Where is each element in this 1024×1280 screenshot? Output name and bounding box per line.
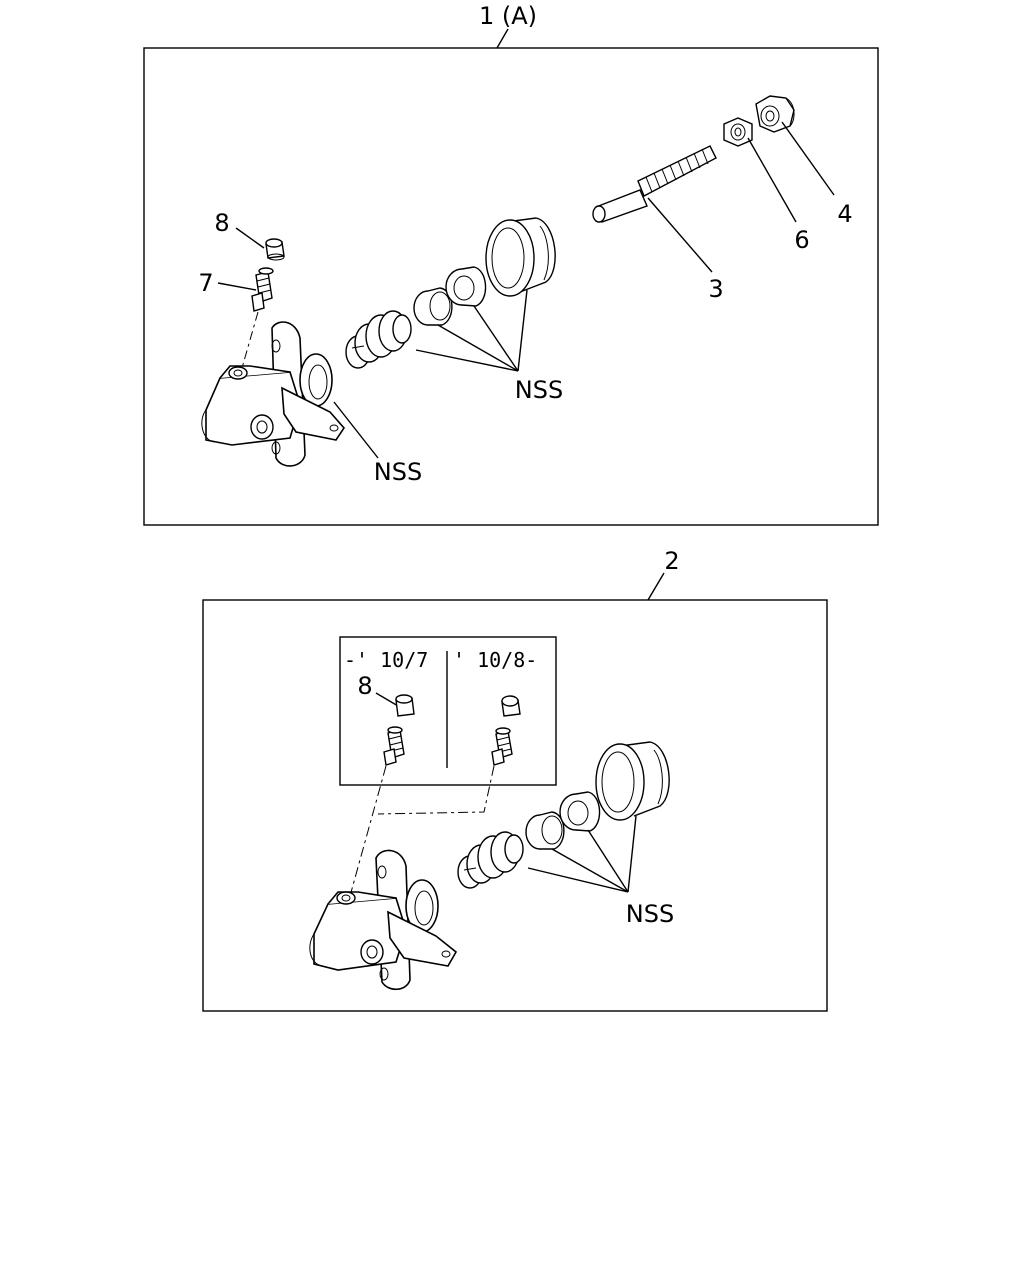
piston-seal-2 [559, 791, 601, 832]
callout-1a: 1 (A) [479, 2, 537, 30]
piston-cup-2 [525, 811, 565, 850]
leaders-panel-1a [217, 121, 835, 459]
panel-1a-frame [143, 47, 879, 526]
callout-8-inset: 8 [357, 672, 372, 700]
assembly-line-late [377, 765, 495, 815]
spring-seal-2 [457, 831, 524, 889]
inset-date-variants: -' 10/7 ' 10/8- 8 [339, 636, 557, 786]
nut-6 [723, 117, 753, 147]
panel-assembly-1a: 1 (A) [143, 2, 879, 526]
callout-4: 4 [837, 200, 852, 228]
leader-2 [647, 572, 665, 601]
inset-left-label: -' 10/7 [344, 648, 428, 672]
assembly-line-early [349, 765, 387, 897]
panel-assembly-2: 2 -' 10/7 ' 10/8- 8 [202, 547, 828, 1012]
inset-frame [339, 636, 557, 786]
lock-nut-4 [755, 95, 795, 133]
bleeder-screw-early [383, 726, 405, 766]
callout-3: 3 [708, 275, 723, 303]
spring-seal [345, 310, 412, 369]
push-rod-3 [592, 145, 717, 223]
callout-7: 7 [198, 269, 213, 297]
callout-nss-kit: NSS [515, 376, 563, 404]
piston-seal [445, 266, 487, 307]
bleeder-screw-7 [251, 267, 274, 312]
cap-8-early [395, 694, 415, 717]
callout-2: 2 [664, 547, 679, 575]
dust-boot [485, 217, 556, 297]
callout-nss-kit-2: NSS [626, 900, 674, 928]
callout-8: 8 [214, 209, 229, 237]
slave-cylinder-body [201, 321, 346, 467]
assembly-line-7 [241, 311, 259, 369]
slave-cylinder-body-2 [309, 849, 458, 991]
callout-nss-body: NSS [374, 458, 422, 486]
callout-6: 6 [794, 226, 809, 254]
panel-2-frame [202, 599, 828, 1012]
inset-right-label: ' 10/8- [453, 648, 537, 672]
cap-late [501, 695, 521, 717]
dust-boot-2 [595, 741, 670, 821]
piston-cup [413, 287, 453, 326]
leaders-panel-2 [527, 815, 637, 893]
cap-8 [265, 238, 285, 261]
bleeder-screw-late [491, 727, 513, 766]
leader-1a [496, 28, 509, 49]
